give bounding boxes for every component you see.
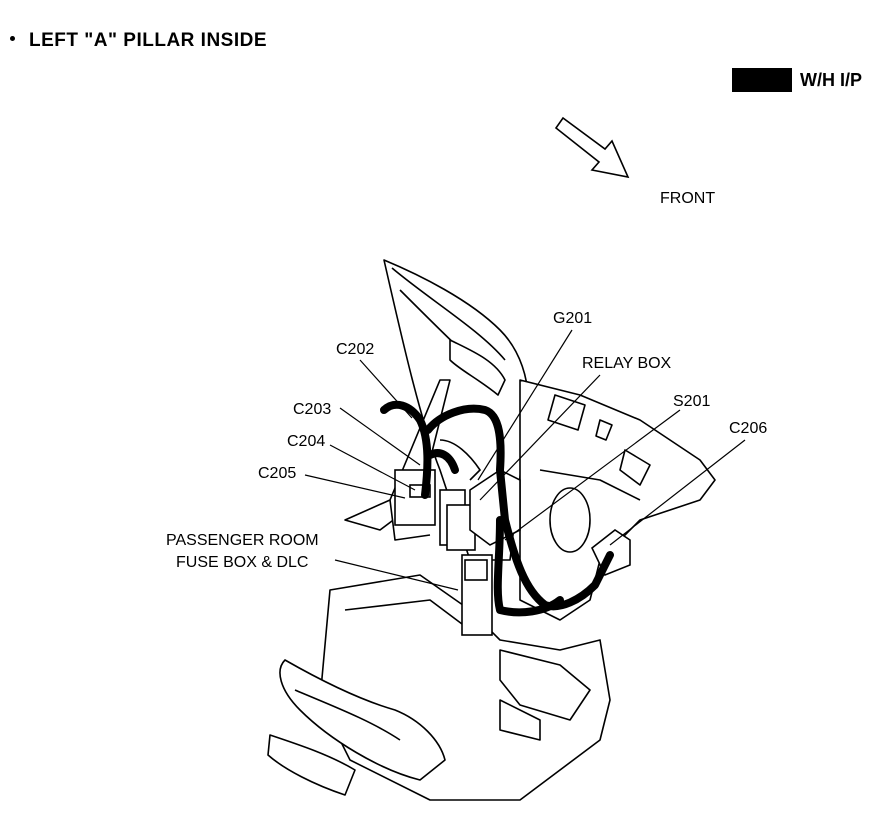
- harness-legend: W/H I/P: [732, 68, 862, 92]
- fuse-box-label: PASSENGER ROOM FUSE BOX & DLC: [166, 530, 319, 574]
- front-label: FRONT: [660, 190, 716, 207]
- s201-leader: [504, 409, 681, 541]
- wh-ip-harness: [380, 400, 614, 617]
- c202-label: C202: [336, 341, 375, 358]
- front-arrow-icon: [554, 116, 630, 179]
- leader-lines: [304, 329, 746, 591]
- legend-label: W/H I/P: [800, 69, 862, 90]
- c205-leader: [304, 474, 406, 499]
- g201-ground: [439, 439, 482, 481]
- c203-label: C203: [293, 401, 332, 418]
- fuse-box-label-line2: FUSE BOX & DLC: [176, 554, 309, 571]
- dlc-plug: [464, 559, 488, 581]
- g201-leader: [477, 329, 573, 481]
- page-title: LEFT "A" PILLAR INSIDE: [10, 30, 267, 52]
- fuse-box-label-line1: PASSENGER ROOM: [166, 532, 319, 549]
- c203-leader: [339, 407, 421, 466]
- c202-leader: [359, 359, 413, 419]
- legend-swatch: [732, 68, 792, 92]
- g201-label: G201: [553, 310, 593, 327]
- c204-label: C204: [287, 433, 326, 450]
- bullet-icon: [10, 36, 15, 42]
- pillar-body: [267, 259, 716, 801]
- c205-label: C205: [258, 465, 297, 482]
- fuse-box-leader: [334, 559, 459, 591]
- s201-label: S201: [673, 393, 711, 410]
- relay-box-leader: [479, 374, 601, 501]
- page-title-text: LEFT "A" PILLAR INSIDE: [29, 30, 268, 51]
- c206-leader: [609, 439, 746, 546]
- c204-leader: [329, 444, 416, 491]
- c206-label: C206: [729, 420, 768, 437]
- relay-box-label: RELAY BOX: [582, 355, 672, 372]
